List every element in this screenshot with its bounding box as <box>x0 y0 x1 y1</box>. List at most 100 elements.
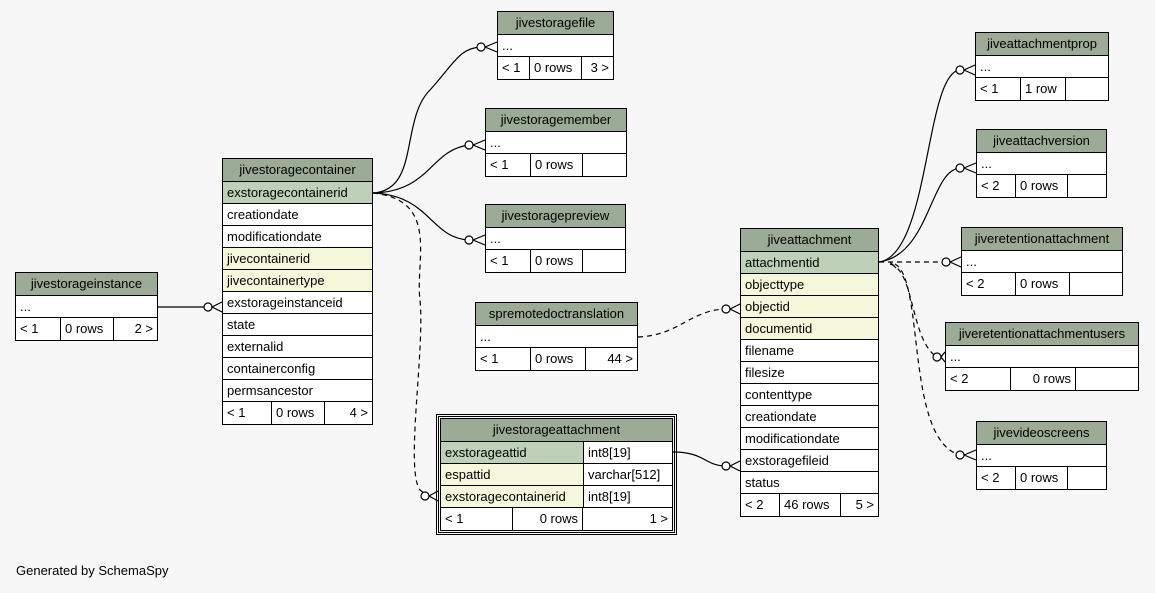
edge-container-storageattachment <box>372 192 430 497</box>
table-title: jiveattachment <box>741 229 878 252</box>
column-row[interactable]: ... <box>498 35 613 57</box>
column-row[interactable]: exstorageinstanceid <box>223 292 372 314</box>
column-row[interactable]: ... <box>976 56 1108 78</box>
column-row[interactable]: documentid <box>741 318 878 340</box>
row-count: 0 rows <box>531 250 583 272</box>
column-row[interactable]: jivecontainerid <box>223 248 372 270</box>
table-jivestorageattachment[interactable]: jivestorageattachment exstorageattid int… <box>436 414 677 535</box>
table-footer: < 1 0 rows 3 > <box>498 57 613 79</box>
column-row[interactable]: contenttype <box>741 384 878 406</box>
parents-count[interactable]: < 1 <box>486 250 531 272</box>
table-footer: < 1 1 row <box>976 78 1108 100</box>
edge-container-storagefile <box>372 46 482 194</box>
parents-count[interactable]: < 1 <box>976 78 1021 100</box>
crowfoot <box>940 351 946 363</box>
column-row[interactable]: modificationdate <box>223 226 372 248</box>
table-footer: < 1 0 rows <box>486 154 626 176</box>
column-row[interactable]: ... <box>977 153 1106 175</box>
children-count[interactable] <box>1068 175 1106 197</box>
table-jiveattachversion[interactable]: jiveattachversion ... < 2 0 rows <box>976 129 1107 198</box>
table-jivestoragepreview[interactable]: jivestoragepreview ... < 1 0 rows <box>485 204 626 273</box>
column-row[interactable]: status <box>741 472 878 494</box>
crowfoot <box>428 490 439 502</box>
column-name: exstorageattid <box>445 445 527 460</box>
column-row[interactable]: permsancestor <box>223 380 372 402</box>
column-row[interactable]: ... <box>946 346 1138 368</box>
parents-count[interactable]: < 1 <box>498 57 530 79</box>
children-count[interactable] <box>1068 467 1106 489</box>
parents-count[interactable]: < 2 <box>946 368 1011 390</box>
table-jivestoragefile[interactable]: jivestoragefile ... < 1 0 rows 3 > <box>497 11 614 80</box>
column-row[interactable]: externalid <box>223 336 372 358</box>
edge-end-circle <box>941 257 951 267</box>
table-jivevideoscreens[interactable]: jivevideoscreens ... < 2 0 rows <box>976 421 1107 490</box>
column-row[interactable]: attachmentid <box>741 252 878 274</box>
column-row[interactable]: creationdate <box>741 406 878 428</box>
edge-attachment-videoscreens <box>894 263 961 456</box>
parents-count[interactable]: < 1 <box>223 402 272 424</box>
children-count[interactable]: 4 > <box>349 405 368 420</box>
children-count[interactable] <box>1076 368 1138 390</box>
table-spremotedoctranslation[interactable]: spremotedoctranslation ... < 1 0 rows 44… <box>475 302 638 371</box>
column-row[interactable]: containerconfig <box>223 358 372 380</box>
edge-end-circle <box>955 65 965 75</box>
column-row[interactable]: state <box>223 314 372 336</box>
table-jiveattachmentprop[interactable]: jiveattachmentprop ... < 1 1 row <box>975 32 1109 101</box>
table-footer: < 1 0 rows <box>486 250 625 272</box>
column-row[interactable]: ... <box>486 228 625 250</box>
column-row[interactable]: ... <box>476 326 637 348</box>
table-jivestoragecontainer[interactable]: jivestoragecontainer exstoragecontaineri… <box>222 158 373 425</box>
column-row[interactable]: filename <box>741 340 878 362</box>
column-row[interactable]: exstoragefileid <box>741 450 878 472</box>
column-row[interactable]: espattid varchar[512] <box>441 464 672 486</box>
table-title: jivestorageinstance <box>16 273 157 296</box>
table-jiveretentionattachmentusers[interactable]: jiveretentionattachmentusers ... < 2 0 r… <box>945 322 1139 391</box>
crowfoot <box>963 64 976 76</box>
children-count[interactable]: 1 > <box>649 511 668 526</box>
column-type: varchar[512] <box>583 464 672 485</box>
parents-count[interactable]: < 1 <box>476 348 531 370</box>
table-jiveretentionattachment[interactable]: jiveretentionattachment ... < 2 0 rows <box>961 227 1123 296</box>
table-footer: < 1 0 rows 2 > <box>16 318 157 340</box>
column-row[interactable]: ... <box>977 445 1106 467</box>
column-row[interactable]: filesize <box>741 362 878 384</box>
table-title: jiveretentionattachment <box>962 228 1122 251</box>
column-row[interactable]: jivecontainertype <box>223 270 372 292</box>
row-count: 0 rows <box>530 57 582 79</box>
column-row[interactable]: exstoragecontainerid <box>223 182 372 204</box>
table-footer: < 2 0 rows <box>977 175 1106 197</box>
parents-count[interactable]: < 1 <box>16 318 61 340</box>
parents-count[interactable]: < 2 <box>962 273 1016 295</box>
parents-count[interactable]: < 2 <box>977 467 1016 489</box>
table-jivestoragemember[interactable]: jivestoragemember ... < 1 0 rows <box>485 108 627 177</box>
column-row[interactable]: ... <box>486 132 626 154</box>
column-row[interactable]: objecttype <box>741 274 878 296</box>
column-row[interactable]: objectid <box>741 296 878 318</box>
column-row[interactable]: creationdate <box>223 204 372 226</box>
children-count[interactable]: 3 > <box>590 60 609 75</box>
children-count[interactable]: 5 > <box>855 497 874 512</box>
parents-count[interactable]: < 2 <box>977 175 1016 197</box>
children-count[interactable]: 44 > <box>607 351 633 366</box>
parents-count[interactable]: < 2 <box>741 494 780 516</box>
parents-count[interactable]: < 1 <box>441 508 513 530</box>
edge-attachment-retentionusers <box>889 263 938 358</box>
children-count[interactable]: 2 > <box>134 321 153 336</box>
edge-attachment-prop <box>878 69 961 263</box>
column-row[interactable]: modificationdate <box>741 428 878 450</box>
children-count[interactable] <box>583 250 625 272</box>
children-count[interactable] <box>583 154 626 176</box>
column-row[interactable]: exstorageattid int8[19] <box>441 442 672 464</box>
edge-end-circle <box>203 302 213 312</box>
edge-end-circle <box>932 352 942 362</box>
table-footer: < 2 0 rows <box>977 467 1106 489</box>
children-count[interactable] <box>1070 273 1122 295</box>
column-row[interactable]: ... <box>16 296 157 318</box>
edge-end-circle <box>721 304 731 314</box>
children-count[interactable] <box>1066 78 1108 100</box>
table-jiveattachment[interactable]: jiveattachment attachmentid objecttype o… <box>740 228 879 517</box>
table-jivestorageinstance[interactable]: jivestorageinstance ... < 1 0 rows 2 > <box>15 272 158 341</box>
column-row[interactable]: exstoragecontainerid int8[19] <box>441 486 672 508</box>
parents-count[interactable]: < 1 <box>486 154 531 176</box>
column-row[interactable]: ... <box>962 251 1122 273</box>
